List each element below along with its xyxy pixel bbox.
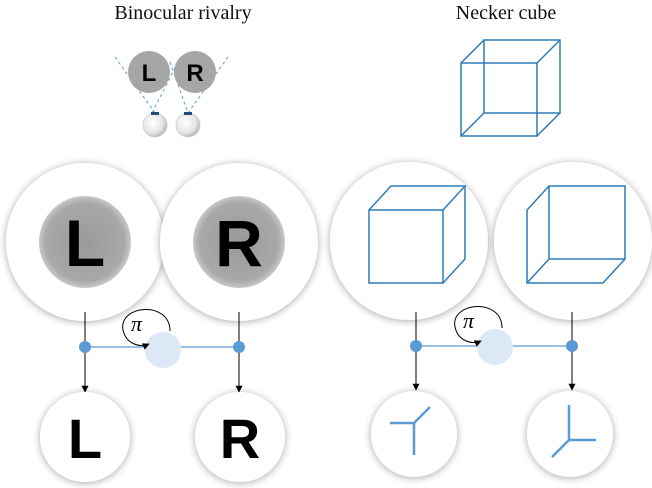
- binocular-eyes-icon: L R: [114, 51, 229, 138]
- left-pupil-icon: [151, 112, 159, 115]
- state-left-label: L: [65, 206, 105, 280]
- node-left-r: [233, 341, 245, 353]
- necker-cube-title: Necker cube: [456, 2, 557, 24]
- output-left-label: L: [68, 407, 102, 470]
- state-right-label: R: [215, 206, 263, 280]
- small-left-disc: [128, 51, 170, 93]
- output-left-disc: [40, 392, 130, 482]
- right-pupil-icon: [184, 112, 192, 115]
- vertex-a-icon: [390, 406, 431, 455]
- cube-view-a-icon: [368, 185, 467, 284]
- binocular-rivalry-panel: Binocular rivalry L R L R: [6, 2, 318, 482]
- state-left-gray-disc: [39, 196, 131, 288]
- operator-node-right: [477, 329, 513, 365]
- vertex-b-icon: [551, 405, 596, 458]
- necker-cube-icon: [460, 39, 561, 137]
- output-right-label: R: [220, 407, 260, 470]
- operator-loop-left: [122, 309, 171, 350]
- state-cube-b-disc: [494, 162, 652, 320]
- operator-node-left: [145, 332, 181, 368]
- small-right-label: R: [186, 60, 203, 87]
- left-eye-icon: [142, 112, 168, 138]
- cube-view-b-icon: [526, 185, 626, 284]
- necker-cube-panel: Necker cube: [330, 2, 652, 477]
- pi-symbol-left: π: [131, 311, 143, 336]
- output-right-disc: [195, 392, 285, 482]
- node-cube-a: [410, 340, 422, 352]
- right-eye-icon: [175, 112, 201, 138]
- state-right-gray-disc: [193, 196, 285, 288]
- binocular-rivalry-title: Binocular rivalry: [114, 2, 251, 24]
- node-cube-b: [566, 340, 578, 352]
- operator-loop-right: [454, 306, 503, 347]
- small-left-label: L: [142, 60, 157, 87]
- pi-symbol-right: π: [463, 308, 475, 333]
- small-right-disc: [174, 51, 216, 93]
- node-left-l: [79, 341, 91, 353]
